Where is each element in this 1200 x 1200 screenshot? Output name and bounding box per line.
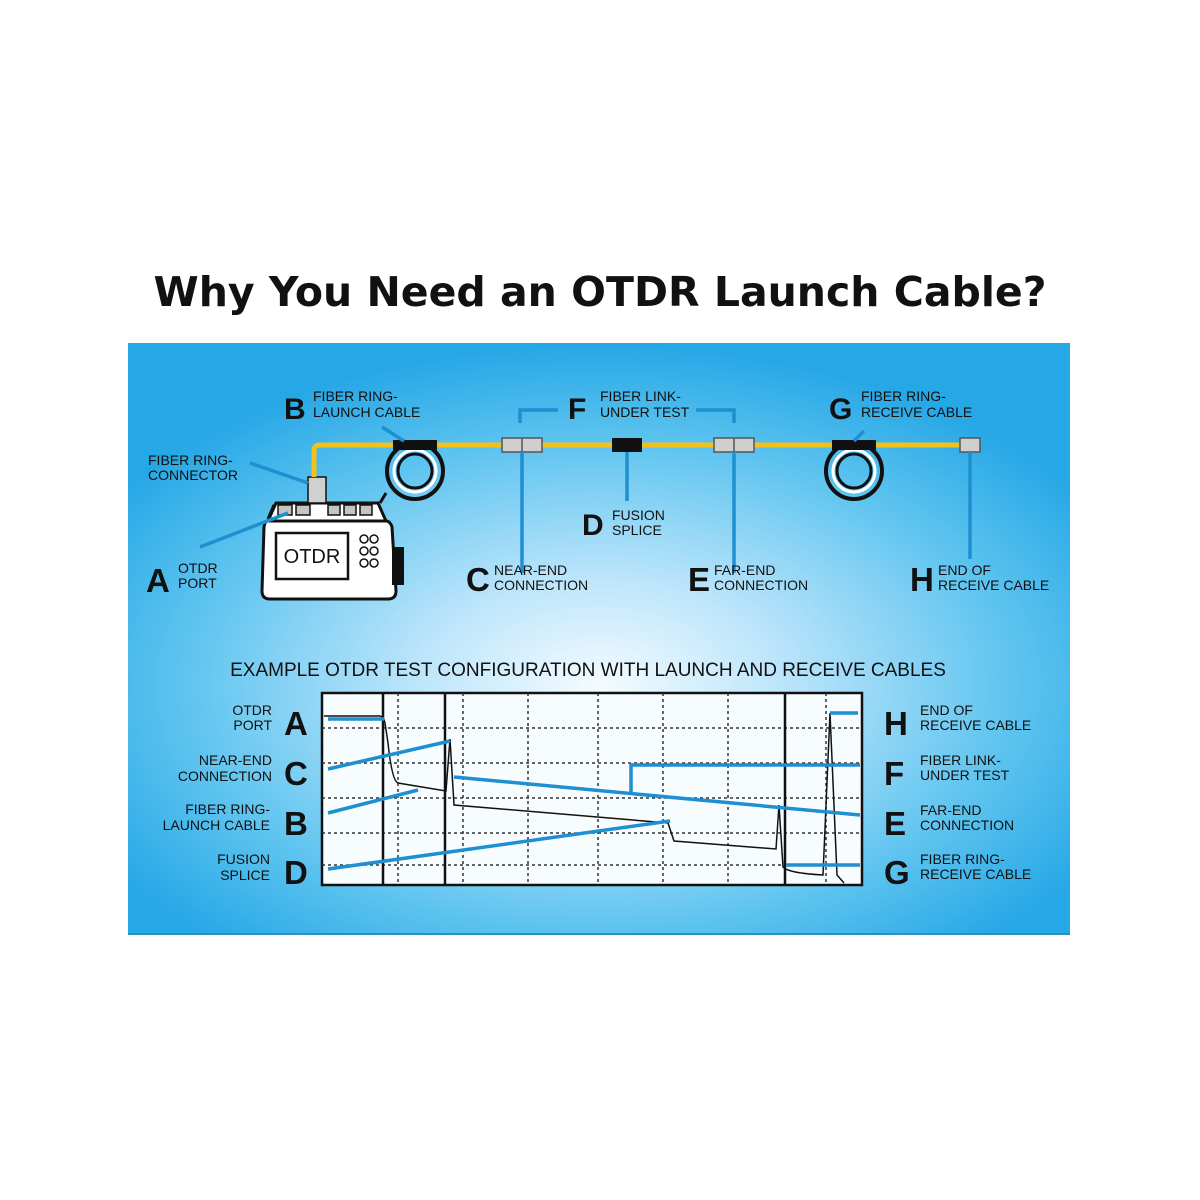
trace-label-g: G FIBER RING- RECEIVE CABLE (884, 851, 1031, 891)
trace-label-b: FIBER RING- LAUNCH CABLE B (163, 801, 308, 842)
svg-text:D: D (284, 854, 308, 891)
svg-text:CONNECTION: CONNECTION (714, 577, 808, 593)
svg-text:UNDER TEST: UNDER TEST (600, 404, 690, 420)
svg-text:PORT: PORT (233, 717, 272, 733)
svg-text:END OF: END OF (920, 702, 973, 718)
label-g: G FIBER RING- RECEIVE CABLE (829, 388, 972, 426)
svg-text:A: A (146, 562, 170, 599)
svg-text:FIBER RING-: FIBER RING- (313, 388, 398, 404)
svg-text:D: D (582, 509, 604, 542)
trace-label-f: F FIBER LINK- UNDER TEST (884, 752, 1010, 792)
receive-cable-ring (824, 440, 884, 501)
svg-text:FIBER RING-: FIBER RING- (148, 452, 233, 468)
svg-text:E: E (884, 805, 906, 842)
svg-text:FIBER RING-: FIBER RING- (920, 851, 1005, 867)
svg-text:RECEIVE CABLE: RECEIVE CABLE (861, 404, 972, 420)
trace-label-c: NEAR-END CONNECTION C (178, 752, 308, 792)
label-connector: FIBER RING- CONNECTOR (148, 452, 238, 483)
label-e: E FAR-END CONNECTION (688, 561, 808, 598)
svg-text:LAUNCH CABLE: LAUNCH CABLE (313, 404, 420, 420)
label-h: H END OF RECEIVE CABLE (910, 561, 1049, 598)
svg-text:E: E (688, 561, 710, 598)
fusion-splice-marker (612, 438, 642, 452)
diagram-panel: OTDR (128, 343, 1070, 935)
label-a: A OTDR PORT (146, 560, 218, 599)
svg-text:CONNECTION: CONNECTION (178, 768, 272, 784)
svg-text:NEAR-END: NEAR-END (494, 562, 567, 578)
svg-text:FIBER LINK-: FIBER LINK- (920, 752, 1001, 768)
svg-text:G: G (884, 854, 910, 891)
trace-label-h: H END OF RECEIVE CABLE (884, 702, 1031, 742)
svg-text:H: H (884, 705, 908, 742)
svg-text:CONNECTION: CONNECTION (494, 577, 588, 593)
trace-heading: EXAMPLE OTDR TEST CONFIGURATION WITH LAU… (230, 660, 946, 681)
svg-text:CONNECTION: CONNECTION (920, 817, 1014, 833)
svg-text:FIBER RING-: FIBER RING- (185, 801, 270, 817)
svg-text:FUSION: FUSION (612, 507, 665, 523)
svg-text:H: H (910, 561, 934, 598)
svg-text:C: C (466, 561, 490, 598)
svg-text:PORT: PORT (178, 575, 217, 591)
svg-text:A: A (284, 705, 308, 742)
svg-text:LAUNCH CABLE: LAUNCH CABLE (163, 817, 270, 833)
svg-text:OTDR: OTDR (232, 702, 272, 718)
trace-label-d: FUSION SPLICE D (217, 851, 308, 891)
svg-text:SPLICE: SPLICE (220, 867, 270, 883)
svg-text:FAR-END: FAR-END (920, 802, 981, 818)
launch-cable-ring (385, 440, 445, 501)
otdr-diagram: OTDR (146, 388, 1049, 891)
svg-text:G: G (829, 393, 852, 426)
svg-text:RECEIVE CABLE: RECEIVE CABLE (920, 717, 1031, 733)
svg-text:NEAR-END: NEAR-END (199, 752, 272, 768)
svg-text:FAR-END: FAR-END (714, 562, 775, 578)
fiber-cable (311, 442, 964, 477)
svg-text:C: C (284, 755, 308, 792)
label-f: F FIBER LINK- UNDER TEST (568, 388, 690, 426)
svg-text:FIBER RING-: FIBER RING- (861, 388, 946, 404)
svg-text:RECEIVE CABLE: RECEIVE CABLE (938, 577, 1049, 593)
otdr-screen-label: OTDR (284, 546, 341, 568)
svg-text:B: B (284, 393, 306, 426)
svg-text:B: B (284, 805, 308, 842)
otdr-device: OTDR (260, 492, 404, 601)
label-d: D FUSION SPLICE (582, 507, 665, 542)
svg-text:UNDER TEST: UNDER TEST (920, 767, 1010, 783)
svg-text:SPLICE: SPLICE (612, 522, 662, 538)
svg-text:RECEIVE CABLE: RECEIVE CABLE (920, 866, 1031, 882)
trace-label-e: E FAR-END CONNECTION (884, 802, 1014, 842)
device-connector (307, 476, 327, 504)
svg-text:F: F (568, 393, 586, 426)
trace-pointer-lines (327, 711, 861, 871)
top-pointer-lines (199, 408, 972, 573)
svg-text:OTDR: OTDR (178, 560, 218, 576)
page-title: Why You Need an OTDR Launch Cable? (153, 268, 1047, 316)
label-c: C NEAR-END CONNECTION (466, 561, 588, 598)
svg-text:END OF: END OF (938, 562, 991, 578)
receive-end-connector (959, 437, 981, 453)
svg-text:CONNECTOR: CONNECTOR (148, 467, 238, 483)
trace-label-a: OTDR PORT A (232, 702, 308, 742)
svg-text:FIBER LINK-: FIBER LINK- (600, 388, 681, 404)
label-b: B FIBER RING- LAUNCH CABLE (284, 388, 420, 426)
svg-text:FUSION: FUSION (217, 851, 270, 867)
svg-text:F: F (884, 755, 904, 792)
